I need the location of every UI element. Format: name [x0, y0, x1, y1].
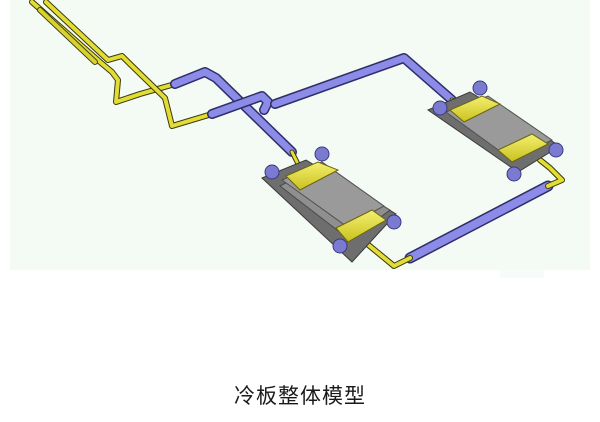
figure-caption: 冷板整体模型 [234, 384, 366, 408]
cold-plate-left [261, 146, 402, 263]
hose-network [170, 53, 554, 264]
figure-edge [500, 270, 544, 278]
screw-icons [264, 146, 402, 254]
screw-icons [432, 80, 564, 182]
cold-plate-model-figure [10, 0, 590, 270]
cold-plate-model-illustration [29, 0, 565, 269]
cold-plate-right [426, 80, 564, 182]
inlet-pipes [29, 0, 215, 129]
